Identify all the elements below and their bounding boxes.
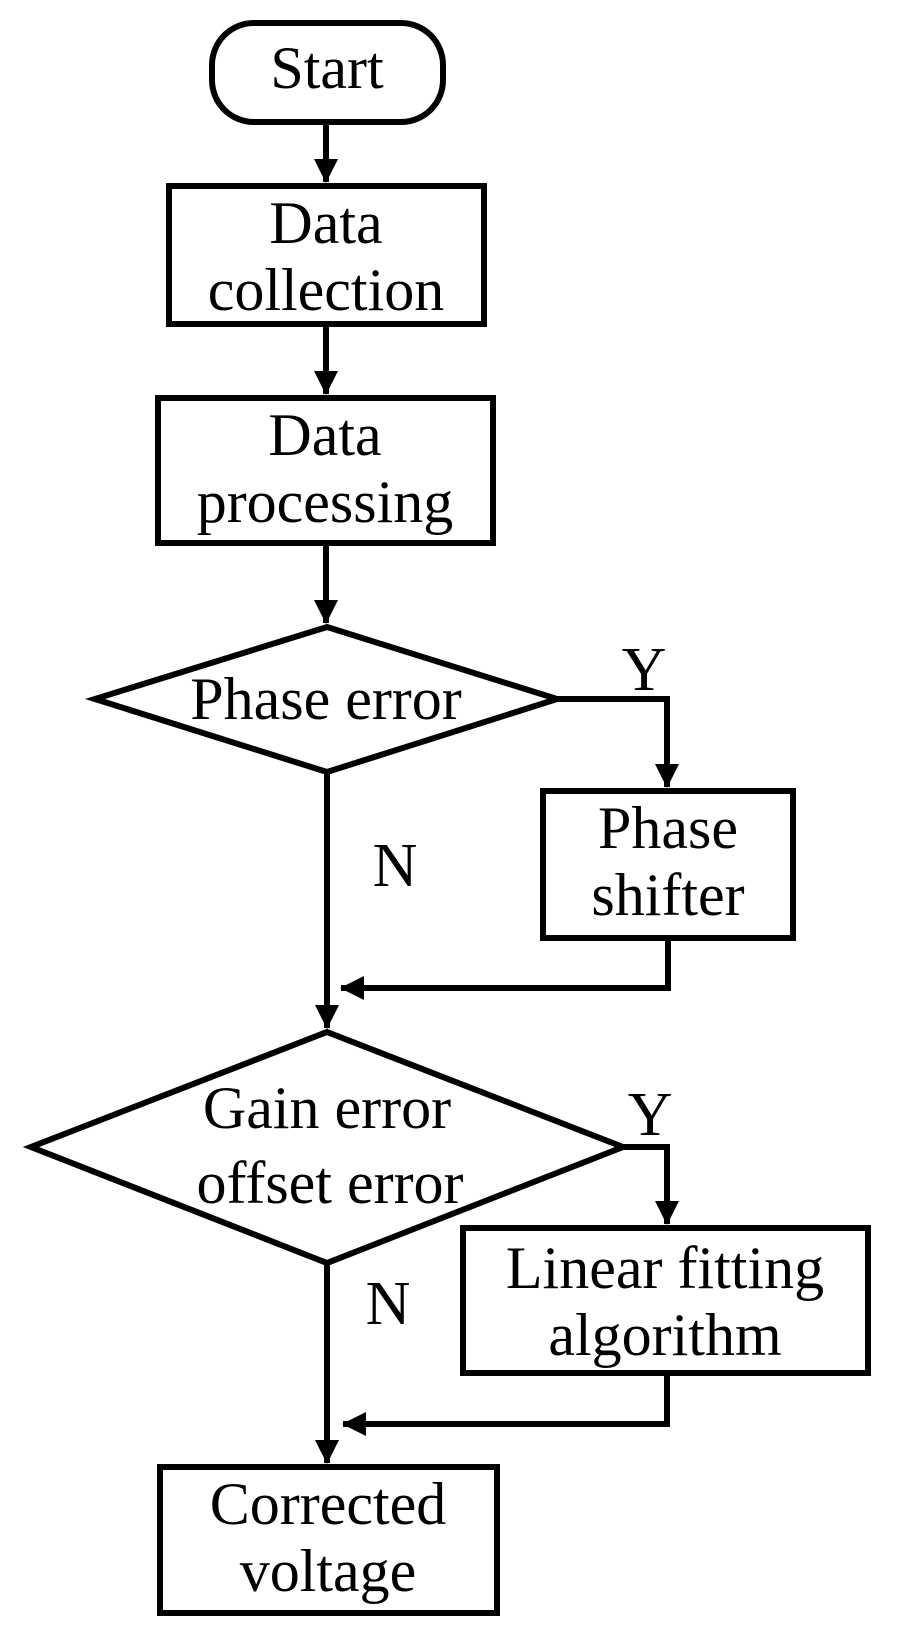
node-gain-offset-error: Gain error offset error — [22, 1028, 632, 1267]
start-label: Start — [270, 35, 384, 101]
node-start: Start — [209, 20, 446, 125]
edge-linear-fitting-merge — [342, 1373, 670, 1436]
linear-fitting-label-line2: algorithm — [548, 1302, 781, 1368]
gain-offset-error-label-line1: Gain error — [203, 1075, 451, 1141]
linear-fitting-label-line1: Linear fitting — [506, 1235, 824, 1301]
gain-offset-error-decision-shape — [22, 1028, 632, 1267]
edge-phase-error-yes-to-phase-shifter — [557, 696, 679, 788]
gain-offset-error-label-line2: offset error — [196, 1150, 463, 1216]
phase-error-label: Phase error — [190, 666, 462, 732]
edge-gain-offset-yes-to-linear-fitting — [623, 1144, 679, 1225]
data-processing-label-line2: processing — [197, 469, 454, 535]
node-linear-fitting: Linear fitting algorithm — [460, 1225, 871, 1376]
node-corrected-voltage: Corrected voltage — [157, 1464, 500, 1616]
data-processing-label-line1: Data — [268, 402, 381, 468]
phase-shifter-shape — [540, 788, 796, 941]
data-collection-label-line1: Data — [269, 190, 382, 256]
label-phase-error-no: N — [373, 832, 418, 900]
phase-shifter-label-line2: shifter — [591, 862, 744, 928]
data-collection-label-line2: collection — [208, 257, 445, 323]
node-phase-error: Phase error — [84, 623, 567, 776]
label-gain-offset-no: N — [366, 1270, 411, 1338]
phase-shifter-label-line1: Phase — [598, 795, 738, 861]
corrected-voltage-label-line2: voltage — [240, 1538, 417, 1604]
label-gain-offset-yes: Y — [628, 1081, 673, 1149]
flowchart-edges — [314, 123, 679, 1464]
data-processing-shape — [155, 395, 496, 546]
corrected-voltage-label-line1: Corrected — [210, 1471, 447, 1537]
node-data-collection: Data collection — [166, 183, 487, 327]
linear-fitting-shape — [460, 1225, 871, 1376]
branch-labels: Y N Y N — [366, 636, 673, 1338]
corrected-voltage-shape — [157, 1464, 500, 1616]
phase-error-decision-shape — [84, 623, 567, 776]
data-collection-shape — [166, 183, 487, 327]
node-phase-shifter: Phase shifter — [540, 788, 796, 941]
node-data-processing: Data processing — [155, 395, 496, 546]
label-phase-error-yes: Y — [622, 636, 667, 704]
start-terminator-shape — [209, 20, 446, 125]
edge-phase-shifter-merge — [340, 938, 671, 1000]
